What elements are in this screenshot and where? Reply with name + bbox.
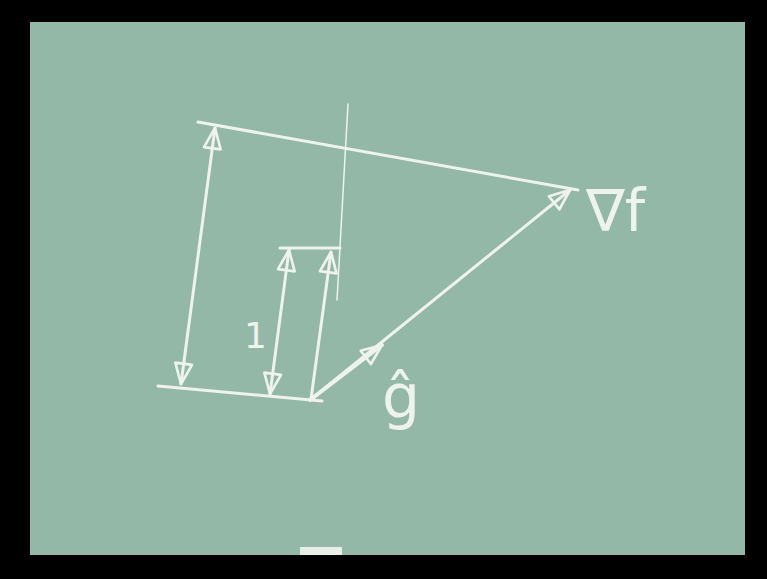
math-label: 1 [244, 318, 267, 354]
math-label: ĝ [382, 366, 420, 426]
gradient-arrow [310, 190, 570, 400]
tick-line [280, 247, 340, 250]
projection-arrow [311, 252, 331, 399]
board [30, 22, 745, 555]
chalk-tray [300, 547, 342, 555]
unit-vector-arrow [310, 345, 382, 400]
guide-line [337, 104, 348, 300]
base-line [158, 386, 322, 401]
math-label: ∇f [586, 182, 645, 240]
length-arrow [181, 128, 215, 384]
unit-length-arrow [270, 250, 289, 394]
top-line [198, 122, 578, 190]
